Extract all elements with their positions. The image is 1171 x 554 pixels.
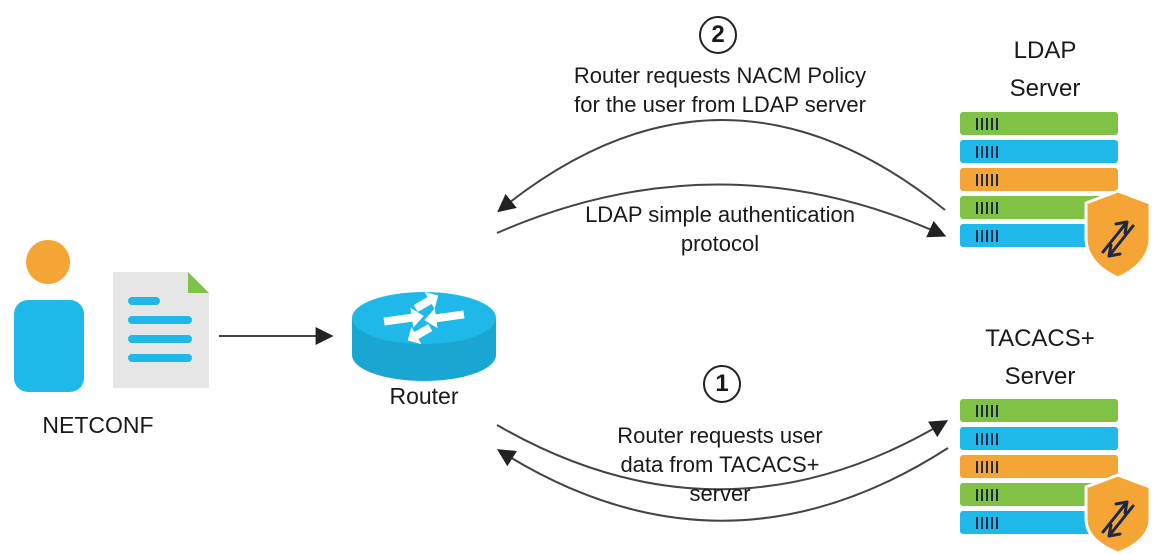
router-icon: [352, 291, 496, 381]
ldap-title-line2: Server: [1009, 75, 1081, 102]
router-to-tacacs-arc: [496, 420, 949, 491]
ldap-auth-text-line2: protocol: [680, 231, 760, 256]
ldap-shield-icon: [1084, 189, 1152, 280]
router-to-ldap-arc: [496, 183, 947, 238]
tacacs-title-line2: Server: [1004, 363, 1076, 390]
ldap-to-router-arc: [497, 119, 946, 213]
tacacs-to-router-arc: [496, 447, 949, 522]
step-2-badge: 2: [699, 16, 737, 54]
ldap-title-line1: LDAP: [1013, 37, 1077, 64]
netconf-user-icon: [14, 240, 84, 392]
ldap-server-icon: [960, 112, 1118, 247]
config-document-icon: [113, 272, 209, 388]
step-2-text-line1: Router requests NACM Policy: [573, 63, 867, 88]
router-label: Router: [389, 383, 459, 409]
netconf-label: NETCONF: [42, 412, 154, 438]
tacacs-title-line1: TACACS+: [985, 325, 1095, 352]
step-2-text-line2: for the user from LDAP server: [574, 92, 866, 117]
tacacs-server-icon: [960, 399, 1118, 534]
step-1-text-line3: server: [689, 481, 751, 506]
step-1-text-line2: data from TACACS+: [620, 452, 820, 477]
tacacs-shield-icon: [1084, 473, 1152, 554]
ldap-auth-text-line1: LDAP simple authentication: [585, 202, 855, 227]
step-1-badge: 1: [703, 365, 741, 403]
step-1-text-line1: Router requests user: [617, 423, 823, 448]
